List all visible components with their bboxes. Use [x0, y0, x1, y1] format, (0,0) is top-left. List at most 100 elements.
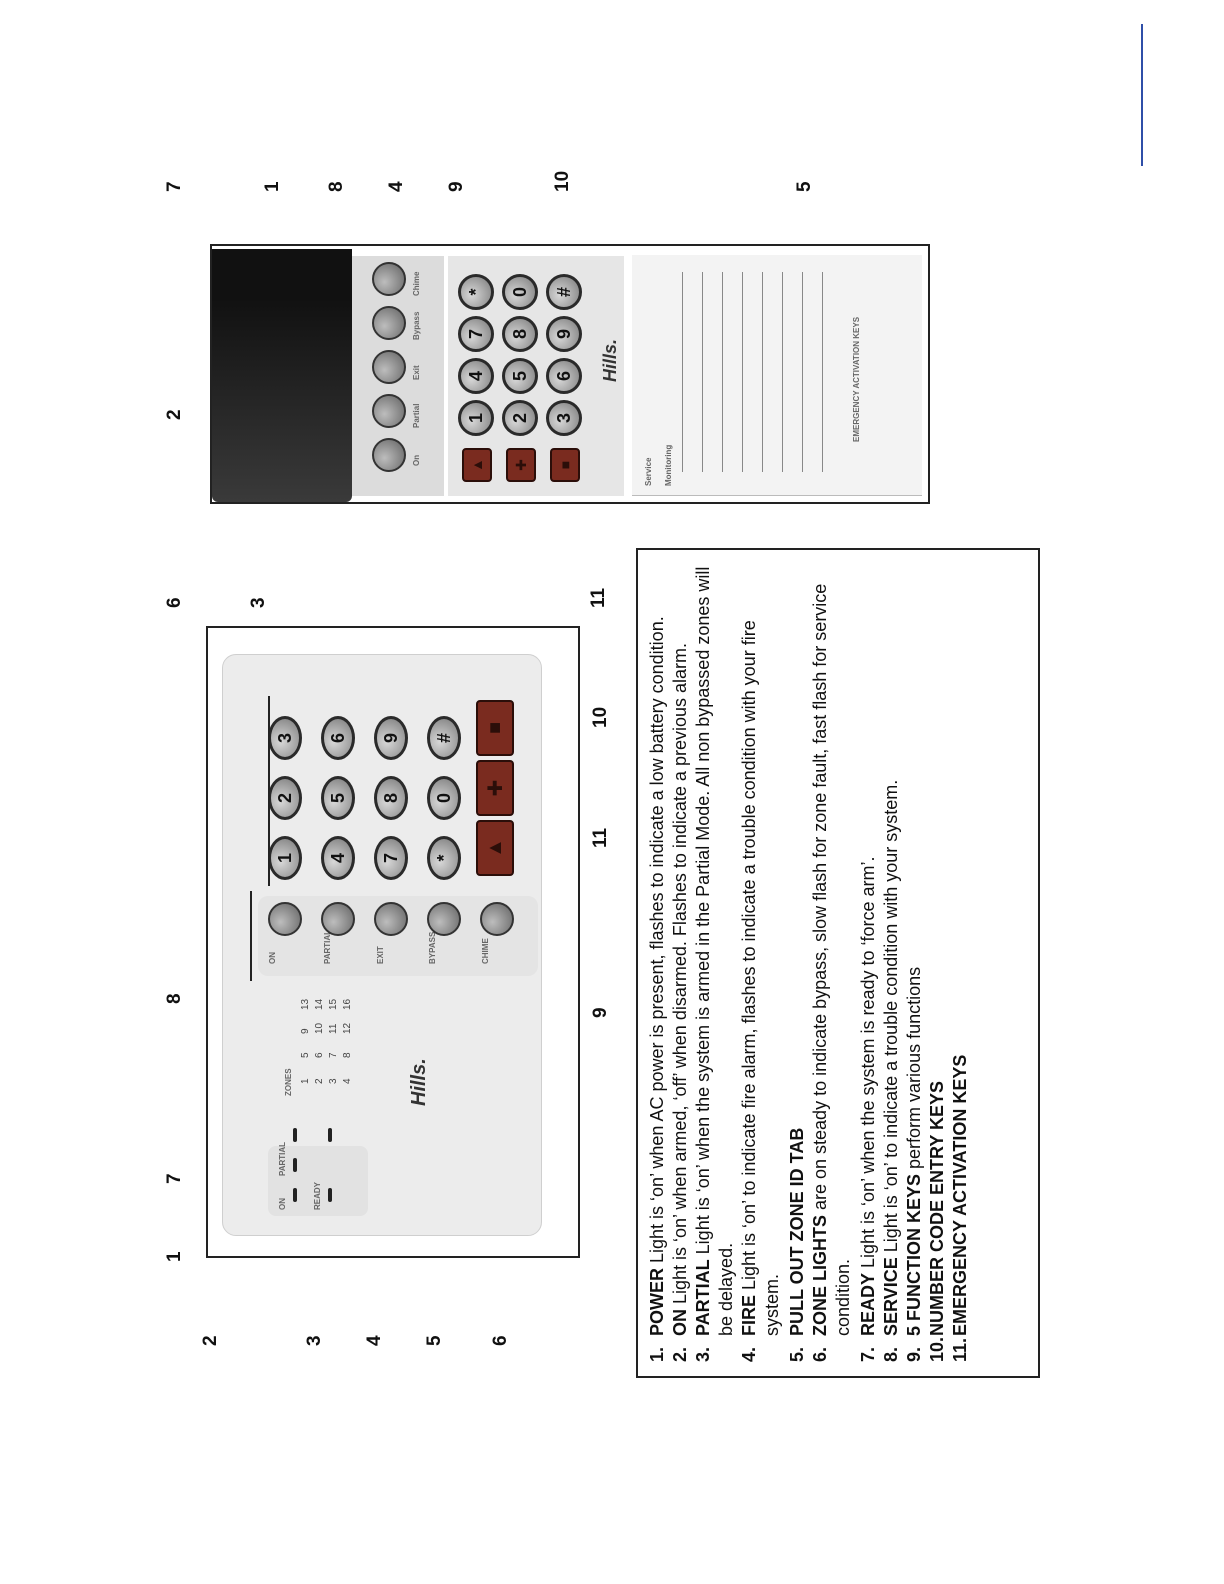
number-key-2-right[interactable]: 2: [502, 400, 538, 436]
number-key-5-right[interactable]: 5: [502, 358, 538, 394]
legend-text: PULL OUT ZONE ID TAB: [786, 564, 809, 1336]
number-key-8-right[interactable]: 8: [502, 316, 538, 352]
legend-item: 6.ZONE LIGHTS are on steady to indicate …: [809, 564, 855, 1362]
number-key-2[interactable]: 2: [268, 776, 302, 820]
legend-item: 5.PULL OUT ZONE ID TAB: [786, 564, 809, 1362]
number-key-6-right[interactable]: 6: [546, 358, 582, 394]
zone-number: 3: [328, 1078, 339, 1084]
legend-number: 2.: [670, 1346, 690, 1362]
lcd-cover: [212, 249, 352, 502]
zone-number: 16: [342, 998, 353, 1010]
number-key-9-right[interactable]: 9: [546, 316, 582, 352]
function-label-partial: PARTIAL: [323, 929, 332, 964]
legend-item: 11.EMERGENCY ACTIVATION KEYS: [949, 564, 972, 1362]
function-key-on[interactable]: [268, 902, 302, 936]
number-key-star[interactable]: *: [427, 836, 461, 880]
number-key-4-right[interactable]: 4: [458, 358, 494, 394]
legend-number: 7.: [858, 1346, 878, 1362]
function-key-bypass[interactable]: [427, 902, 461, 936]
emergency-key-fire[interactable]: ▲: [476, 820, 514, 876]
number-key-1-right[interactable]: 1: [458, 400, 494, 436]
panic-icon: ■: [483, 721, 506, 735]
number-key-3-right[interactable]: 3: [546, 400, 582, 436]
zone-number: 15: [328, 998, 339, 1010]
legend-description: Light is ‘on’ when the system is ready t…: [858, 856, 878, 1273]
callout-5: 5: [424, 1335, 445, 1346]
function-label-on-right: On: [412, 454, 421, 466]
number-key-3[interactable]: 3: [268, 716, 302, 760]
emergency-key-fire-right[interactable]: ▲: [462, 448, 492, 482]
number-key-6[interactable]: 6: [321, 716, 355, 760]
led-fire: [293, 1128, 297, 1142]
brand-logo: Hills.: [408, 1058, 430, 1106]
emergency-key-panic-right[interactable]: ■: [550, 448, 580, 482]
callout-7: 7: [164, 1173, 185, 1184]
zone-number: 8: [342, 1052, 353, 1058]
number-key-9[interactable]: 9: [374, 716, 408, 760]
number-key-7-right[interactable]: 7: [458, 316, 494, 352]
emergency-key-panic[interactable]: ■: [476, 700, 514, 756]
callout-6: 6: [490, 1335, 511, 1346]
status-label-partial: PARTIAL: [278, 1141, 287, 1176]
function-key-bypass-right[interactable]: [372, 306, 406, 340]
callout-8-right: 8: [326, 181, 347, 192]
function-key-exit[interactable]: [374, 902, 408, 936]
callout-10-right: 10: [552, 170, 573, 192]
legend-text: READY Light is ‘on’ when the system is r…: [857, 564, 880, 1336]
zone-number: 4: [342, 1078, 353, 1084]
legend-item: 10.NUMBER CODE ENTRY KEYS: [926, 564, 949, 1362]
number-key-hash[interactable]: #: [427, 716, 461, 760]
function-label-exit: EXIT: [376, 946, 385, 964]
legend-text: FIRE Light is ‘on’ to indicate fire alar…: [738, 564, 784, 1336]
bracket-function-keys: [250, 891, 252, 981]
emergency-key-medical[interactable]: ✚: [476, 760, 514, 816]
tab-line: [762, 272, 763, 472]
number-key-8[interactable]: 8: [374, 776, 408, 820]
cross-icon: ✚: [484, 779, 507, 797]
callout-3: 3: [304, 1335, 325, 1346]
tab-line: [702, 272, 703, 472]
callout-2: 2: [200, 1335, 221, 1346]
number-key-5[interactable]: 5: [321, 776, 355, 820]
function-key-chime[interactable]: [480, 902, 514, 936]
led-partial: [293, 1158, 297, 1172]
function-key-on-right[interactable]: [372, 438, 406, 472]
legend-term: EMERGENCY ACTIVATION KEYS: [950, 1054, 970, 1336]
number-key-0-right[interactable]: 0: [502, 274, 538, 310]
zone-number: 12: [342, 1022, 353, 1034]
number-key-1[interactable]: 1: [268, 836, 302, 880]
function-key-chime-right[interactable]: [372, 262, 406, 296]
tab-line: [742, 272, 743, 472]
zone-number: 5: [300, 1052, 311, 1058]
zone-number: 7: [328, 1052, 339, 1058]
emergency-key-medical-right[interactable]: ✚: [506, 448, 536, 482]
number-key-hash-right[interactable]: #: [546, 274, 582, 310]
number-key-star-right[interactable]: *: [458, 274, 494, 310]
number-key-4[interactable]: 4: [321, 836, 355, 880]
tab-line: [722, 272, 723, 472]
legend-number: 11.: [950, 1337, 970, 1362]
panic-icon: ■: [557, 460, 573, 470]
function-key-partial-right[interactable]: [372, 394, 406, 428]
function-label-partial-right: Partial: [412, 403, 421, 428]
function-label-chime-right: Chime: [412, 271, 421, 296]
legend-item: 3.PARTIAL Light is ‘on’ when the system …: [692, 564, 738, 1362]
function-key-partial[interactable]: [321, 902, 355, 936]
legend-number: 9.: [904, 1346, 924, 1362]
legend-number: 3.: [693, 1346, 713, 1362]
zone-number: 10: [314, 1022, 325, 1034]
callout-6-right: 6: [164, 597, 185, 608]
number-key-0[interactable]: 0: [427, 776, 461, 820]
number-key-7[interactable]: 7: [374, 836, 408, 880]
cross-icon: ✚: [512, 459, 529, 471]
zone-id-tab: [632, 255, 922, 496]
legend-number: 4.: [739, 1346, 759, 1362]
legend-term: 5 FUNCTION KEYS: [904, 1173, 924, 1336]
legend-item: 8.SERVICE Light is ‘on’ to indicate a tr…: [880, 564, 903, 1362]
function-key-exit-right[interactable]: [372, 350, 406, 384]
legend-term: ON: [670, 1309, 690, 1336]
zone-number: 6: [314, 1052, 325, 1058]
callout-11-right: 11: [588, 587, 609, 608]
legend-item: 9.5 FUNCTION KEYS perform various functi…: [903, 564, 926, 1362]
legend-term: NUMBER CODE ENTRY KEYS: [927, 1080, 947, 1336]
